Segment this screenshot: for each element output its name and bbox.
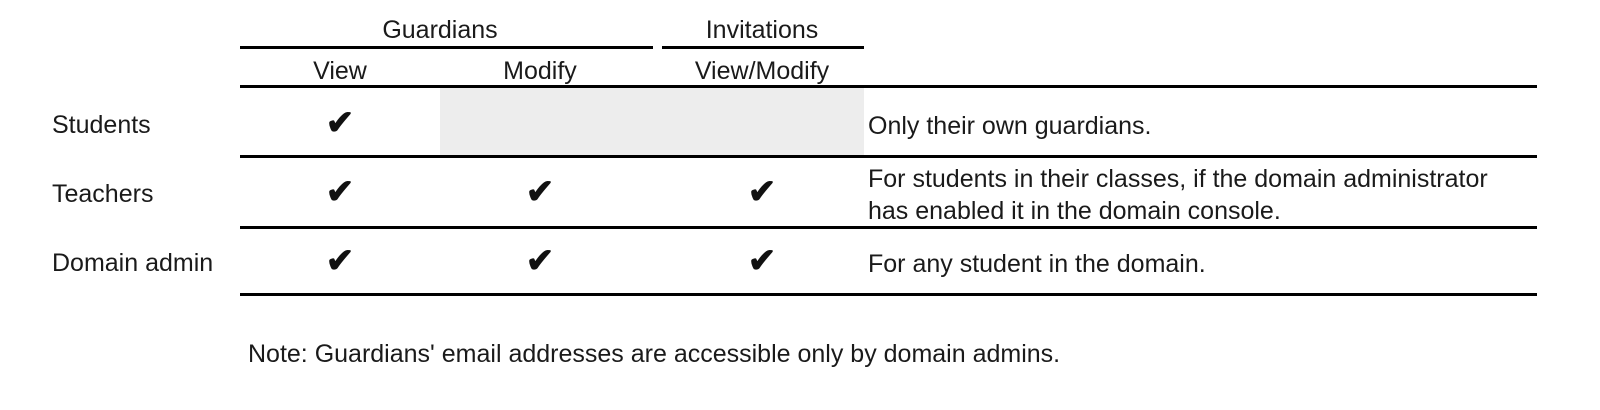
table-bottom-rule xyxy=(240,293,1537,296)
check-teachers-invitations-view-modify: ✔ xyxy=(747,173,777,211)
column-group-header-guardians: Guardians xyxy=(382,16,498,44)
note-students: Only their own guardians. xyxy=(868,112,1152,140)
check-teachers-guardians-modify: ✔ xyxy=(525,173,555,211)
cell-shaded-students-modify-invitations xyxy=(440,88,864,155)
column-group-rule-guardians xyxy=(240,46,653,49)
row-rule-after-teachers xyxy=(240,226,1537,229)
check-domain-admin-guardians-modify: ✔ xyxy=(525,242,555,280)
table-header-rule xyxy=(240,85,1537,88)
check-domain-admin-invitations-view-modify: ✔ xyxy=(747,242,777,280)
column-group-rule-invitations xyxy=(662,46,864,49)
check-students-guardians-view: ✔ xyxy=(325,104,355,142)
note-teachers: For students in their classes, if the do… xyxy=(868,165,1488,225)
column-header-guardians-view: View xyxy=(313,57,367,85)
column-header-guardians-modify: Modify xyxy=(503,57,577,85)
row-label-students: Students xyxy=(52,111,151,139)
row-label-teachers: Teachers xyxy=(52,180,154,208)
note-domain-admin: For any student in the domain. xyxy=(868,250,1206,278)
table-footnote: Note: Guardians' email addresses are acc… xyxy=(248,340,1061,368)
check-domain-admin-guardians-view: ✔ xyxy=(325,242,355,280)
row-rule-after-students xyxy=(240,155,1537,158)
column-header-invitations-view-modify: View/Modify xyxy=(694,57,830,85)
check-teachers-guardians-view: ✔ xyxy=(325,173,355,211)
column-group-header-invitations: Invitations xyxy=(705,16,819,44)
row-label-domain-admin: Domain admin xyxy=(52,249,214,277)
